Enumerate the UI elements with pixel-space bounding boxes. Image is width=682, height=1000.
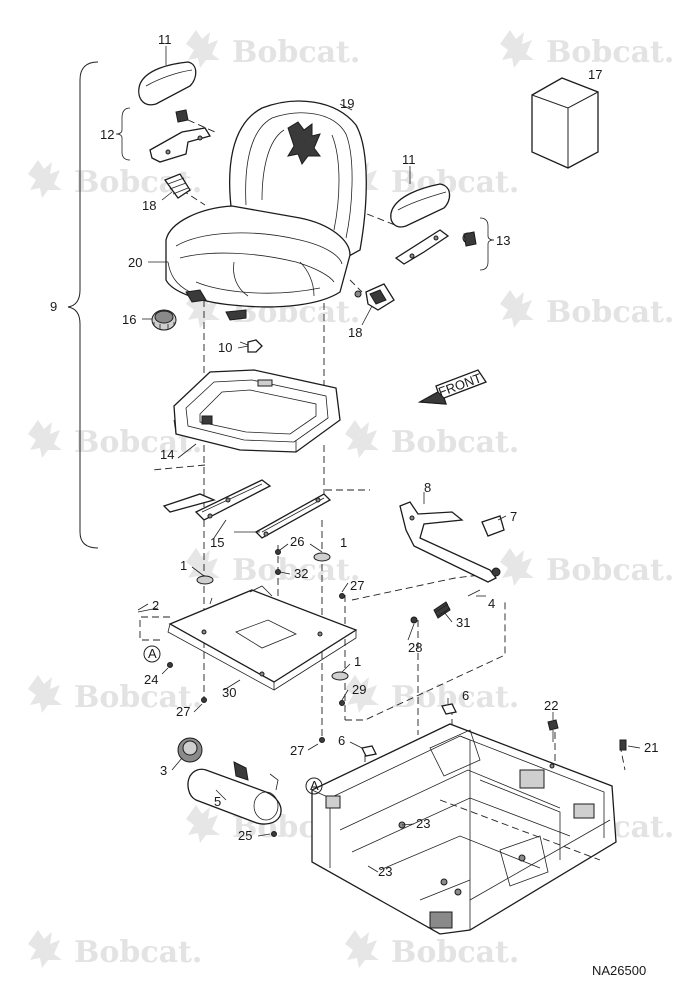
callout-27: 27 — [350, 578, 364, 593]
watermark-text: Bobcat. — [546, 35, 674, 70]
callout-23: 23 — [378, 864, 392, 879]
callout-26: 26 — [290, 534, 304, 549]
callout-28: 28 — [408, 640, 422, 655]
watermark-8: Bobcat. — [345, 420, 519, 460]
callout-4: 4 — [488, 596, 495, 611]
strut-cap — [177, 737, 203, 763]
reference-marker-a-right: A — [305, 777, 323, 795]
pin-part — [467, 589, 481, 597]
reference-marker-a-left: A — [143, 645, 161, 663]
machine-frame — [311, 723, 617, 935]
washer-icon — [313, 552, 331, 562]
front-label: FRONT — [436, 370, 483, 399]
callout-13: 13 — [496, 233, 510, 248]
callout-17: 17 — [588, 67, 602, 82]
callout-1: 1 — [354, 654, 361, 669]
washer-icon — [331, 671, 349, 681]
callout-29: 29 — [352, 682, 366, 697]
callout-5: 5 — [214, 794, 221, 809]
watermark-text: Bobcat. — [232, 553, 360, 588]
callout-25: 25 — [238, 828, 252, 843]
armrest-right — [390, 183, 451, 228]
front-direction-arrow: FRONT — [417, 369, 487, 405]
seat-slide-rails — [162, 479, 332, 539]
callout-1: 1 — [340, 535, 347, 550]
armrest-bracket-right — [394, 229, 477, 265]
watermark-text: Bobcat. — [74, 680, 202, 715]
watermark-text: Bobcat. — [391, 935, 519, 970]
callout-11: 11 — [402, 152, 416, 167]
callout-8: 8 — [424, 480, 431, 495]
callout-16: 16 — [122, 312, 136, 327]
callout-6: 6 — [338, 733, 345, 748]
watermark-11: Bobcat. — [28, 675, 202, 715]
svg-text:A: A — [310, 778, 319, 793]
callout-1: 1 — [180, 558, 187, 573]
callout-leaders — [115, 46, 641, 873]
suspension-base — [173, 369, 341, 453]
callout-20: 20 — [128, 255, 142, 270]
spring-part — [433, 601, 451, 619]
watermark-9: Bobcat. — [186, 548, 360, 588]
drawing-number: NA26500 — [592, 963, 646, 978]
callout-23: 23 — [416, 816, 430, 831]
callout-15: 15 — [210, 535, 224, 550]
callout-21: 21 — [644, 740, 658, 755]
callout-9: 9 — [50, 299, 57, 314]
adjust-knob — [151, 309, 177, 331]
watermark-text: Bobcat. — [546, 295, 674, 330]
callout-19: 19 — [340, 96, 354, 111]
callout-numbers: 11 19 17 11 12 13 18 20 9 16 10 18 14 8 … — [50, 32, 658, 879]
kit-box — [531, 77, 599, 169]
callout-22: 22 — [544, 698, 558, 713]
watermark-2: Bobcat. — [500, 30, 674, 70]
watermark-10: Bobcat. — [500, 548, 674, 588]
assembly-brace — [67, 61, 99, 549]
callout-11: 11 — [158, 32, 172, 47]
callout-27: 27 — [176, 704, 190, 719]
watermark-text: Bobcat. — [391, 425, 519, 460]
watermark-1: Bobcat. — [186, 30, 360, 70]
seat-lever — [399, 501, 505, 583]
watermark-6: Bobcat. — [500, 290, 674, 330]
gas-strut — [187, 761, 282, 825]
seat-assembly — [165, 100, 367, 321]
washer-icon — [196, 575, 214, 585]
callout-14: 14 — [160, 447, 174, 462]
washers-and-bolts — [137, 549, 418, 837]
rubber-stops — [361, 703, 457, 757]
svg-text:A: A — [148, 646, 157, 661]
callout-24: 24 — [144, 672, 158, 687]
bolt-21 — [619, 739, 627, 751]
watermark-text: Bobcat. — [232, 35, 360, 70]
watermark-12: Bobcat. — [345, 675, 519, 715]
callout-7: 7 — [510, 509, 517, 524]
callout-12: 12 — [100, 127, 114, 142]
watermark-16: Bobcat. — [345, 930, 519, 970]
callout-31: 31 — [456, 615, 470, 630]
seat-switch — [354, 283, 395, 311]
callout-10: 10 — [218, 340, 232, 355]
callout-6: 6 — [462, 688, 469, 703]
watermark-15: Bobcat. — [28, 930, 202, 970]
callout-18: 18 — [142, 198, 156, 213]
callout-27: 27 — [290, 743, 304, 758]
callout-2: 2 — [152, 598, 159, 613]
callout-3: 3 — [160, 763, 167, 778]
watermark-text: Bobcat. — [74, 935, 202, 970]
callout-32: 32 — [294, 566, 308, 581]
lumbar-knob — [163, 173, 191, 199]
bobcat-logo-icon — [286, 121, 321, 166]
armrest-left — [138, 61, 197, 106]
callout-30: 30 — [222, 685, 236, 700]
watermark-text: Bobcat. — [546, 553, 674, 588]
bolt-22 — [547, 719, 559, 742]
nut-part — [239, 339, 263, 353]
armrest-bracket-left — [149, 109, 212, 163]
lever-pad — [481, 515, 505, 537]
seat-mounting-plate — [167, 585, 358, 691]
callout-18: 18 — [348, 325, 362, 340]
